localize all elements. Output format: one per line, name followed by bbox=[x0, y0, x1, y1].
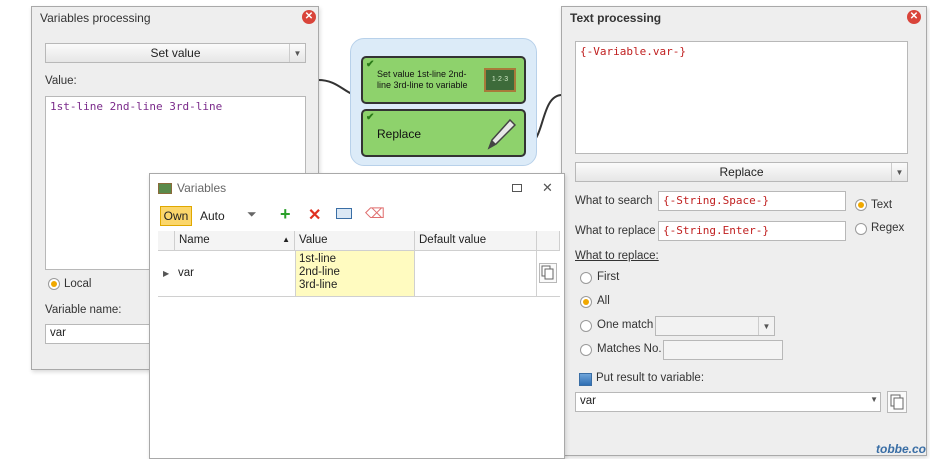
row-value[interactable]: 1st-line 2nd-line 3rd-line bbox=[295, 251, 415, 296]
row-value-line: 2nd-line bbox=[299, 266, 340, 278]
mode-regex-label: Regex bbox=[871, 222, 905, 234]
what-to-replace-label: What to replace: bbox=[575, 250, 659, 262]
close-icon[interactable]: ✕ bbox=[907, 10, 921, 24]
flow-node-replace-label: Replace bbox=[377, 127, 422, 141]
opt-all-label: All bbox=[597, 295, 610, 307]
close-icon[interactable]: ✕ bbox=[302, 10, 316, 24]
one-match-select[interactable]: ▼ bbox=[655, 316, 775, 336]
restore-icon[interactable] bbox=[512, 184, 522, 192]
flow-block-group: ✔ Set value 1st-line 2nd-line 3rd-line t… bbox=[350, 38, 537, 166]
watermark: tobbe.co bbox=[876, 442, 926, 456]
action-select[interactable]: Replace ▼ bbox=[575, 162, 908, 182]
tab-auto[interactable]: Auto bbox=[200, 209, 225, 223]
search-input[interactable]: {-String.Space-} bbox=[658, 191, 846, 211]
column-header-default[interactable]: Default value bbox=[415, 231, 537, 251]
row-value-line: 1st-line bbox=[299, 253, 337, 265]
action-select[interactable]: Set value ▼ bbox=[45, 43, 306, 63]
rename-icon[interactable] bbox=[336, 208, 352, 219]
variables-window: Variables ✕ Own Auto ⏷ + ✕ ⌫ Name ▲ Valu… bbox=[149, 173, 565, 459]
filter-icon[interactable]: ⏷ bbox=[247, 207, 257, 221]
column-header-name[interactable]: Name ▲ bbox=[175, 231, 295, 251]
variables-window-icon bbox=[158, 182, 172, 194]
grid-header-spacer bbox=[158, 231, 175, 251]
text-input-value: {-Variable.var-} bbox=[580, 45, 686, 58]
action-select-label: Set value bbox=[150, 46, 201, 60]
mode-regex-radio[interactable] bbox=[855, 223, 867, 235]
opt-one-match-label: One match bbox=[597, 319, 654, 331]
scope-local-label: Local bbox=[64, 278, 92, 290]
row-default[interactable] bbox=[415, 251, 537, 296]
scope-local-radio[interactable] bbox=[48, 278, 60, 290]
replace-value: {-String.Enter-} bbox=[663, 224, 769, 237]
mode-text-label: Text bbox=[871, 199, 893, 211]
row-value-line: 3rd-line bbox=[299, 279, 338, 291]
checkbox-icon[interactable] bbox=[579, 373, 592, 386]
variables-window-title: Variables bbox=[177, 181, 227, 195]
text-processing-window: Text processing ✕ {-Variable.var-} Repla… bbox=[561, 6, 927, 456]
flow-node-replace[interactable]: ✔ Replace bbox=[361, 109, 526, 157]
value-label: Value: bbox=[45, 75, 77, 87]
opt-matches-label: Matches No. bbox=[597, 343, 662, 355]
window-title: Text processing bbox=[570, 11, 662, 25]
put-result-label: Put result to variable: bbox=[596, 372, 705, 384]
column-header-name-label: Name bbox=[179, 234, 210, 246]
pen-icon bbox=[487, 118, 516, 150]
table-row[interactable]: ▶ var 1st-line 2nd-line 3rd-line bbox=[158, 251, 560, 297]
tab-own-label: Own bbox=[163, 209, 189, 223]
flow-node-set-value-label: Set value 1st-line 2nd-line 3rd-line to … bbox=[377, 69, 468, 90]
eraser-icon[interactable]: ⌫ bbox=[365, 205, 385, 221]
delete-icon[interactable]: ✕ bbox=[308, 207, 322, 224]
check-icon: ✔ bbox=[366, 59, 375, 70]
copy-icon[interactable] bbox=[887, 391, 907, 413]
check-icon: ✔ bbox=[366, 112, 375, 123]
chevron-down-icon: ▼ bbox=[289, 44, 305, 62]
column-header-value[interactable]: Value bbox=[295, 231, 415, 251]
opt-matches-radio[interactable] bbox=[580, 344, 592, 356]
chalkboard-icon: 1·2·3 bbox=[484, 68, 516, 92]
result-variable-value: var bbox=[580, 395, 596, 407]
replace-input[interactable]: {-String.Enter-} bbox=[658, 221, 846, 241]
chevron-down-icon: ▼ bbox=[758, 317, 774, 335]
tab-own[interactable]: Own bbox=[160, 206, 192, 226]
chevron-down-icon[interactable]: ▼ bbox=[870, 395, 878, 404]
window-title: Variables bbox=[150, 174, 564, 202]
column-header-value-label: Value bbox=[299, 234, 328, 246]
column-header-actions bbox=[537, 231, 560, 251]
matches-number-input[interactable] bbox=[663, 340, 783, 360]
variable-name-label: Variable name: bbox=[45, 304, 122, 316]
flow-node-set-value[interactable]: ✔ Set value 1st-line 2nd-line 3rd-line t… bbox=[361, 56, 526, 104]
column-header-default-label: Default value bbox=[419, 234, 487, 246]
window-title: Variables processing bbox=[40, 11, 151, 25]
variable-name-value: var bbox=[50, 327, 66, 339]
opt-one-match-radio[interactable] bbox=[580, 320, 592, 332]
tab-auto-label: Auto bbox=[200, 209, 225, 223]
opt-first-label: First bbox=[597, 271, 620, 283]
opt-all-radio[interactable] bbox=[580, 296, 592, 308]
opt-first-radio[interactable] bbox=[580, 272, 592, 284]
copy-icon[interactable] bbox=[539, 263, 557, 283]
search-value: {-String.Space-} bbox=[663, 194, 769, 207]
add-icon[interactable]: + bbox=[280, 204, 291, 224]
row-indicator-icon: ▶ bbox=[163, 269, 170, 278]
mode-text-radio[interactable] bbox=[855, 199, 867, 211]
row-name: var bbox=[178, 267, 194, 279]
search-label: What to search bbox=[575, 195, 653, 207]
sort-up-icon: ▲ bbox=[282, 235, 290, 244]
text-input-area[interactable]: {-Variable.var-} bbox=[575, 41, 908, 154]
action-select-label: Replace bbox=[719, 165, 764, 179]
chevron-down-icon: ▼ bbox=[891, 163, 907, 181]
replace-label: What to replace bbox=[575, 225, 656, 237]
value-text: 1st-line 2nd-line 3rd-line bbox=[50, 100, 223, 113]
result-variable-input[interactable]: var ▼ bbox=[575, 392, 881, 412]
close-icon[interactable]: ✕ bbox=[542, 180, 553, 195]
